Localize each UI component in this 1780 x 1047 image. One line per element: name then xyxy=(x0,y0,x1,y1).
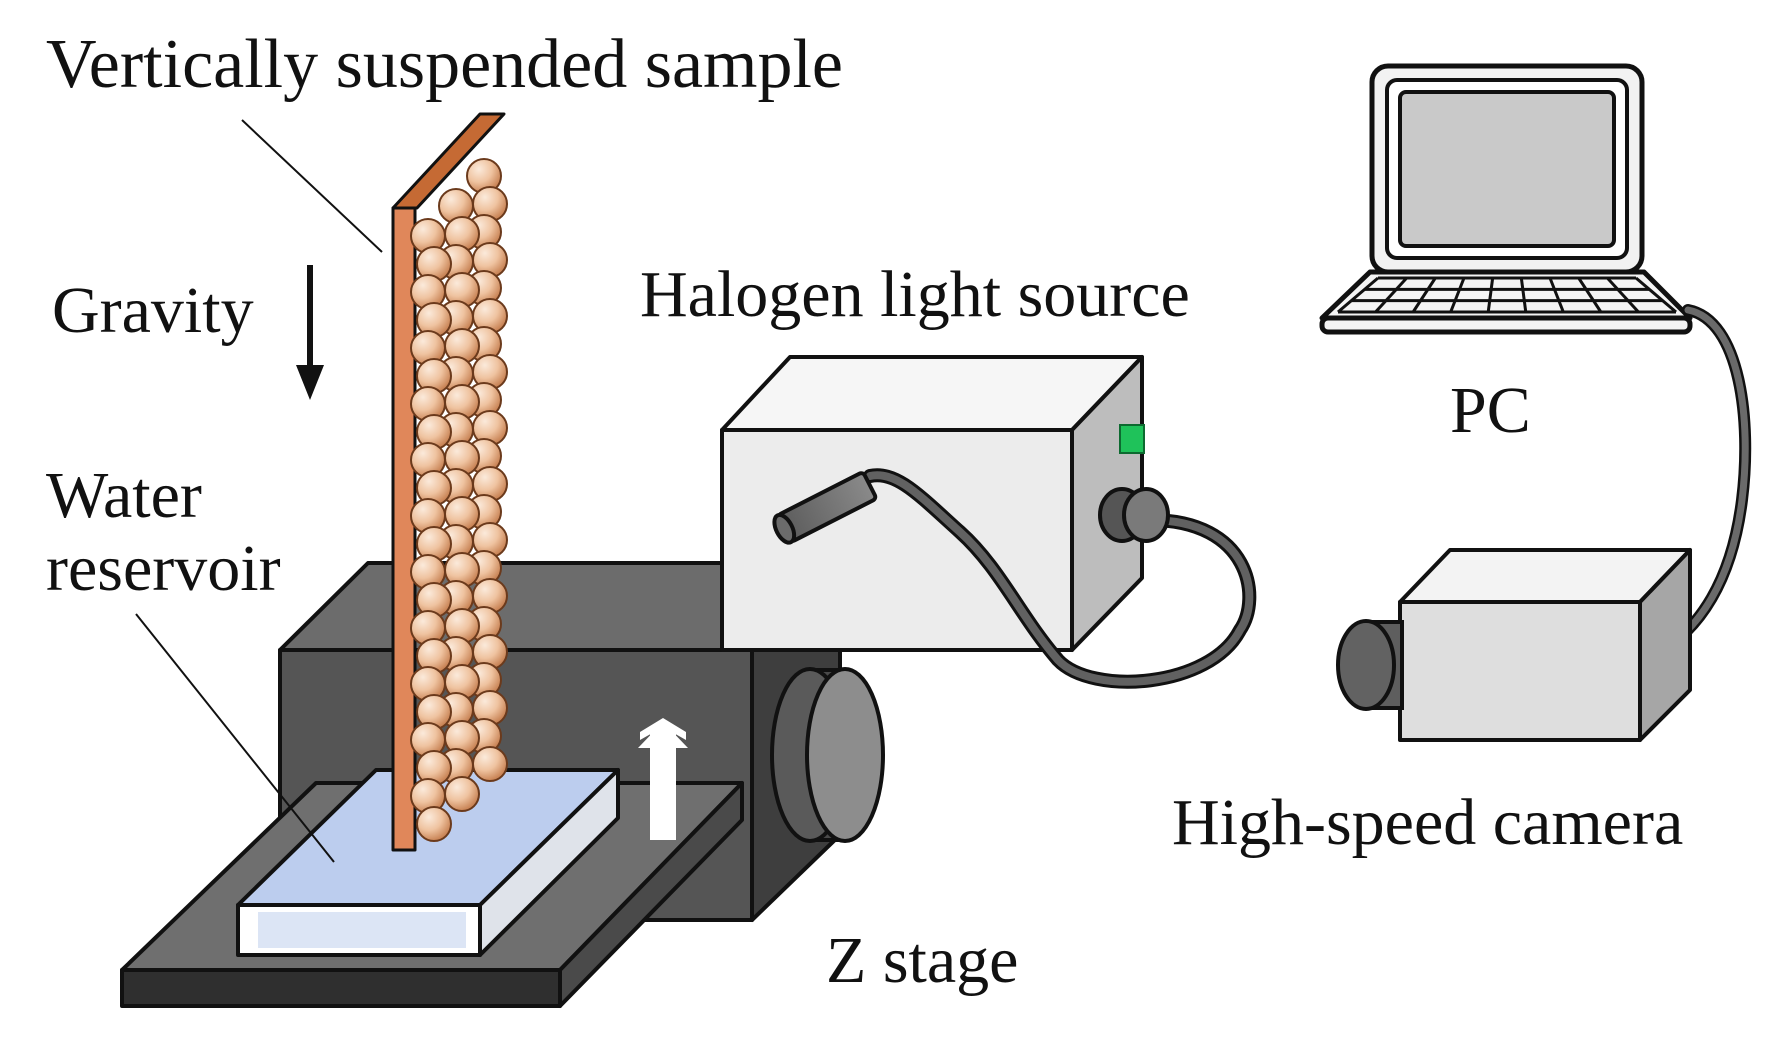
bead xyxy=(416,806,452,842)
keyboard-column-line xyxy=(1486,277,1495,313)
label-halogen-light-source: Halogen light source xyxy=(640,258,1190,331)
label-gravity: Gravity xyxy=(52,274,254,347)
keyboard-column-line xyxy=(1548,277,1565,313)
arrow-up-icon xyxy=(638,718,688,840)
label-water-reservoir: Water reservoir xyxy=(46,459,281,605)
keyboard-column-line xyxy=(1337,276,1379,314)
bead xyxy=(444,776,480,812)
high-speed-camera xyxy=(1336,548,1692,742)
label-water-line2: reservoir xyxy=(46,531,281,605)
reservoir-side-face xyxy=(478,768,620,957)
arrow-down-icon xyxy=(296,265,324,400)
halogen-light-source xyxy=(720,355,1257,689)
z-stage-knob xyxy=(770,667,885,843)
light-guide-probe xyxy=(772,471,878,545)
keyboard-column-line xyxy=(1449,277,1466,313)
bead xyxy=(472,746,508,782)
label-vertically-suspended-sample: Vertically suspended sample xyxy=(46,26,844,103)
camera-side-face xyxy=(1638,548,1692,742)
label-water-line1: Water xyxy=(46,459,202,532)
camera-front-face xyxy=(1398,600,1642,742)
label-pc: PC xyxy=(1450,374,1531,447)
keyboard-column-line xyxy=(1635,276,1677,314)
sample-leader-line xyxy=(241,119,383,253)
label-high-speed-camera: High-speed camera xyxy=(1172,786,1684,859)
keyboard-column-line xyxy=(1374,276,1408,314)
label-z-stage: Z stage xyxy=(826,924,1019,997)
camera-lens xyxy=(1336,619,1404,711)
keyboard-column-line xyxy=(1411,277,1437,313)
keyboard-column-line xyxy=(1606,276,1640,314)
plate-front-face xyxy=(391,206,417,852)
keyboard-keys xyxy=(1337,276,1677,314)
sample-plate xyxy=(391,112,506,852)
keyboard-column-line xyxy=(1577,277,1603,313)
bead-array xyxy=(410,158,508,842)
power-indicator-led xyxy=(1119,424,1145,454)
reservoir-leader-line xyxy=(135,613,335,863)
laptop-screen xyxy=(1398,90,1616,248)
halogen-top-face xyxy=(720,355,1144,432)
laptop-pc xyxy=(1319,63,1693,335)
keyboard-column-line xyxy=(1519,277,1528,313)
platform-side-face xyxy=(558,781,744,1008)
platform-front-face xyxy=(120,968,562,1008)
